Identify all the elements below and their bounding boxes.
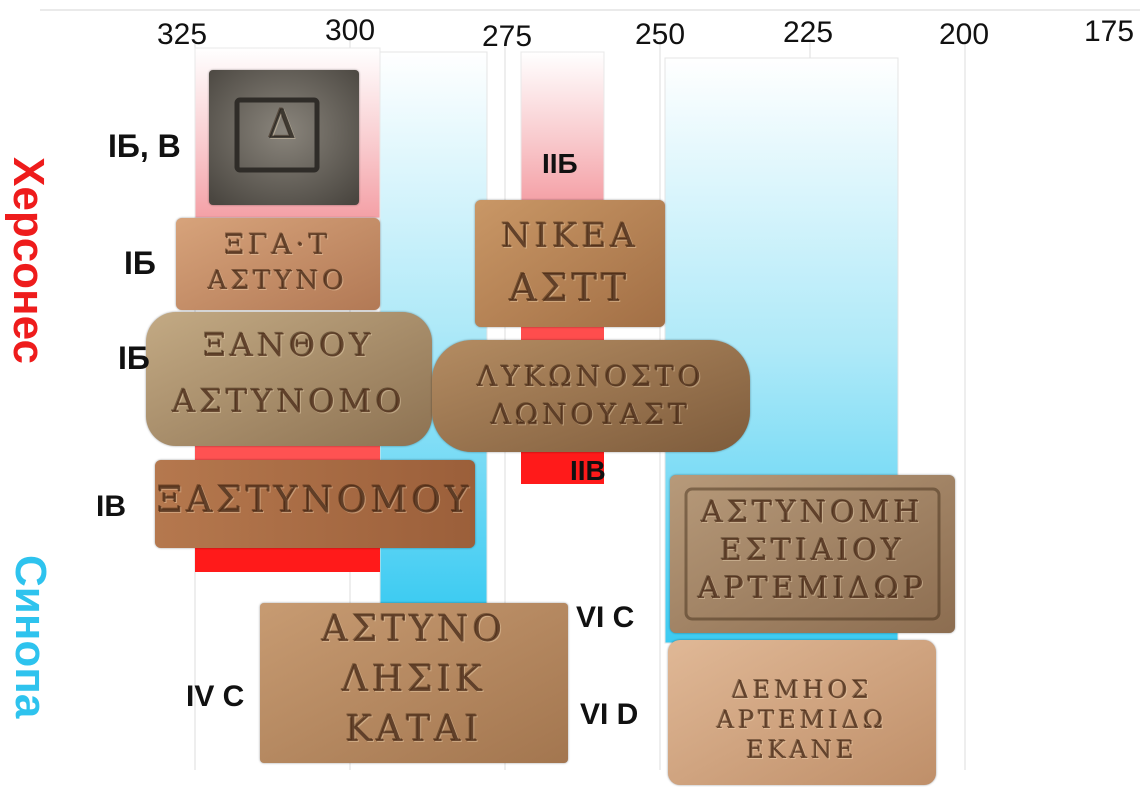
axis-tick-325: 325 [157, 18, 207, 52]
range-bar-ib-strip [195, 445, 380, 460]
region-label-sinope: Синопа [5, 555, 55, 695]
stamp-ib-v-inscription: Δ [209, 102, 359, 148]
group-label-iiv: IIВ [570, 455, 606, 487]
stamp-ib-2-photo: ΞΑΝΘΟΥ ΑΣΤΥΝΟΜΟ [146, 312, 432, 446]
stamp-vi-c-line-3: ΑΡΤΕΜΙΔΩΡ [670, 571, 955, 606]
stamp-iib-photo: ΝΙΚΕΑ ΑΣΤΤ [475, 200, 665, 327]
axis-tick-225: 225 [783, 16, 833, 50]
stamp-vi-c-line-2: ΕΣΤΙΑΙΟΥ [670, 533, 955, 568]
group-label-iv-c: IV C [186, 680, 244, 714]
stamp-ib-1-line-1: ΞΓΑ·Τ [176, 228, 380, 261]
stamp-iiv-photo: ΛΥΚΩΝΟΣΤΟ ΛΩΝΟΥΑΣΤ [432, 340, 750, 452]
stamp-vi-d-line-2: ΑΡΤΕΜΙΔΩ [668, 706, 936, 734]
stamp-iv-inscription: ΞΑΣΤΥΝΟΜΟΥ [155, 480, 475, 521]
clay-texture [432, 340, 750, 452]
stamp-iv-c-photo: ΑΣΤΥΝΟ ΛΗΣΙΚ ΚΑΤΑΙ [260, 603, 568, 763]
stamp-vi-d-line-1: ΔΕΜΗΟΣ [668, 676, 936, 704]
stamp-iv-c-line-2: ΛΗΣΙΚ [260, 659, 568, 700]
stamp-ib-2-line-1: ΞΑΝΘΟΥ [146, 326, 432, 364]
stamp-ib-1-line-2: ΑΣΤΥΝΟ [176, 266, 380, 296]
stamp-iv-c-line-1: ΑΣΤΥΝΟ [260, 609, 568, 650]
stamp-iv-c-line-3: ΚΑΤΑΙ [260, 709, 568, 750]
group-label-ib-2: IБ [118, 340, 150, 377]
group-label-ib-1: IБ [124, 245, 156, 282]
stamp-vi-c-photo: ΑΣΤΥΝΟΜΗ ΕΣΤΙΑΙΟΥ ΑΡΤΕΜΙΔΩΡ [670, 475, 955, 633]
group-label-iib: IIБ [542, 148, 578, 180]
stamp-iib-line-2: ΑΣΤΤ [475, 266, 665, 310]
stamp-ib-1-photo: ΞΓΑ·Τ ΑΣΤΥΝΟ [176, 218, 380, 310]
stamp-ib-2-line-2: ΑΣΤΥΝΟΜΟ [146, 382, 432, 420]
axis-tick-250: 250 [635, 18, 685, 52]
group-label-iv: IВ [96, 490, 126, 524]
group-label-ib-v: IБ, В [108, 128, 181, 165]
stamp-iv-photo: ΞΑΣΤΥΝΟΜΟΥ [155, 460, 475, 548]
axis-tick-175: 175 [1084, 15, 1134, 49]
stamp-iiv-line-1: ΛΥΚΩΝΟΣΤΟ [432, 360, 750, 393]
axis-tick-275: 275 [482, 20, 532, 54]
axis-tick-200: 200 [939, 18, 989, 52]
stamp-vi-d-line-3: ΕΚΑΝΕ [668, 736, 936, 764]
group-label-vi-c: VI C [576, 601, 634, 635]
group-label-vi-d: VI D [580, 698, 638, 732]
region-label-chersonesos: Херсонес [3, 157, 53, 337]
stamp-iiv-line-2: ΛΩΝΟΥΑΣΤ [432, 398, 750, 431]
axis-tick-300: 300 [325, 14, 375, 48]
range-bar-iv [195, 548, 380, 572]
stamp-iib-line-1: ΝΙΚΕΑ [475, 216, 665, 256]
stamp-vi-c-line-1: ΑΣΤΥΝΟΜΗ [670, 495, 955, 530]
stamp-ib-v-photo: Δ [209, 70, 359, 205]
stamp-vi-d-photo: ΔΕΜΗΟΣ ΑΡΤΕΜΙΔΩ ΕΚΑΝΕ [668, 640, 936, 785]
